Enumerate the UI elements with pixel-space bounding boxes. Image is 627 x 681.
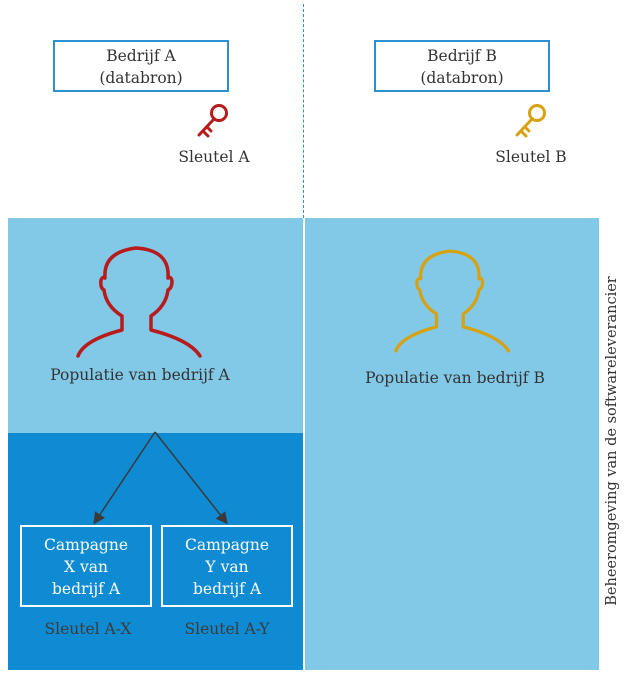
source-divider (303, 4, 304, 218)
population-label-a: Populatie van bedrijf A (50, 366, 230, 384)
key-icon-b (515, 104, 546, 138)
campaign-x-line2: X van (64, 558, 108, 576)
person-icon-a (76, 246, 202, 358)
source-b-type: (databron) (420, 69, 504, 87)
campaign-x-line3: bedrijf A (51, 580, 121, 598)
environment-label: Beheeromgeving van de softwareleverancie… (604, 276, 620, 606)
campaign-panel-a (8, 433, 303, 670)
key-label-b: Sleutel B (495, 148, 567, 166)
source-a-type: (databron) (99, 69, 183, 87)
key-icon-a (197, 104, 228, 138)
campaign-box-y: Campagne Y van bedrijf A (161, 525, 293, 607)
source-b-name: Bedrijf B (427, 47, 497, 65)
source-box-bedrijf-b: Bedrijf B (databron) (374, 40, 550, 92)
campaign-key-label-x: Sleutel A-X (44, 620, 132, 638)
source-a-name: Bedrijf A (106, 47, 176, 65)
population-panel-b (305, 218, 599, 670)
campaign-y-line3: bedrijf A (192, 580, 262, 598)
campaign-y-line2: Y van (205, 558, 249, 576)
campaign-y-line1: Campagne (184, 536, 270, 554)
campaign-x-line1: Campagne (43, 536, 129, 554)
campaign-key-label-y: Sleutel A-Y (184, 620, 270, 638)
source-box-bedrijf-a: Bedrijf A (databron) (53, 40, 229, 92)
key-label-a: Sleutel A (178, 148, 250, 166)
campaign-box-x: Campagne X van bedrijf A (20, 525, 152, 607)
person-icon-b (394, 249, 511, 353)
population-label-b: Populatie van bedrijf B (365, 369, 545, 387)
